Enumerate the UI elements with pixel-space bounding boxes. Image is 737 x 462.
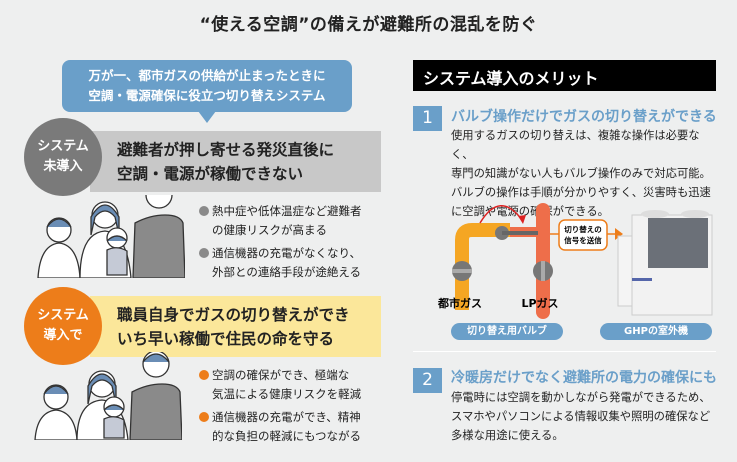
bullet-text: 空調の確保ができ、極端な xyxy=(212,368,350,382)
city-gas-label: 都市ガス xyxy=(437,296,482,310)
with-headline: 職員自身でガスの切り替えができ いち早い稼働で住民の命を守る xyxy=(90,296,381,357)
body-line: スマホやパソコンによる情報収集や照明の確保など xyxy=(451,410,711,423)
merit-body-2: 停電時には空調を動かしながら発電ができるため、 スマホやパソコンによる情報収集や… xyxy=(451,388,721,445)
merits-header: システム導入のメリット xyxy=(413,60,716,91)
with-badge: システム 導入で xyxy=(24,287,102,365)
bullet-text: 通信機器の充電がなくなり、 xyxy=(212,246,362,260)
bullet-text: 気温による健康リスクを軽減 xyxy=(212,387,362,401)
lp-gas-label: LPガス xyxy=(521,296,558,310)
unit-label: GHPの室外機 xyxy=(600,323,712,340)
intro-bubble: 万が一、都市ガスの供給が止まったときに 空調・電源確保に役立つ切り替えシステム xyxy=(62,60,352,112)
body-line: 使用するガスの切り替えは、複雑な操作は必要なく、 xyxy=(451,129,700,161)
bubble-line: 万が一、都市ガスの供給が止まったときに xyxy=(88,68,326,83)
headline-line: 職員自身でガスの切り替えができ xyxy=(117,306,350,324)
relieved-family-illustration xyxy=(34,352,182,440)
signal-box xyxy=(558,219,608,251)
bubble-line: 空調・電源確保に役立つ切り替えシステム xyxy=(88,88,326,103)
signal-text: 切り替えの xyxy=(564,224,602,234)
headline-line: いち早い稼働で住民の命を守る xyxy=(117,330,335,348)
merit-heading-2: 冷暖房だけでなく避難所の電力の確保にも xyxy=(451,370,717,386)
headline-line: 避難者が押し寄せる発災直後に xyxy=(117,141,335,159)
merit-heading-1: バルブ操作だけでガスの切り替えができる xyxy=(451,109,717,125)
bubble-tail xyxy=(198,111,216,123)
bullet-text: 通信機器の充電ができ、精神 xyxy=(212,410,361,424)
body-line: 停電時には空調を動かしながら発電ができるため、 xyxy=(451,391,711,404)
bullet-text: 外部との連絡手段が途絶える xyxy=(212,265,362,279)
bullet-item: 熱中症や低体温症など避難者の健康リスクが高まる xyxy=(199,202,394,240)
ghp-outdoor-unit-image xyxy=(617,210,713,316)
signal-text: 信号を送信 xyxy=(564,235,602,245)
badge-line: 導入で xyxy=(43,328,83,343)
badge-line: 未導入 xyxy=(43,159,83,174)
bullet-text: 熱中症や低体温症など避難者 xyxy=(212,204,362,218)
without-badge: システム 未導入 xyxy=(24,118,102,196)
body-line: 多様な用途に使える。 xyxy=(451,429,564,442)
with-bullets: 空調の確保ができ、極端な気温による健康リスクを軽減 通信機器の充電ができ、精神的… xyxy=(199,366,394,450)
badge-line: システム xyxy=(37,139,89,154)
bullet-text: の健康リスクが高まる xyxy=(212,223,327,237)
gray-dot-icon xyxy=(199,248,209,258)
bullet-item: 空調の確保ができ、極端な気温による健康リスクを軽減 xyxy=(199,366,394,404)
valve-label: 切り替え用バルブ xyxy=(451,323,563,340)
divider xyxy=(413,351,716,352)
bullet-item: 通信機器の充電ができ、精神的な負担の軽減にもつながる xyxy=(199,408,394,446)
merit-number-2: 2 xyxy=(413,368,442,393)
without-headline: 避難者が押し寄せる発災直後に 空調・電源が稼働できない xyxy=(90,131,381,192)
page-title: “使える空調”の備えが避難所の混乱を防ぐ xyxy=(199,15,538,35)
rotate-arrow-icon xyxy=(479,205,523,224)
orange-dot-icon xyxy=(199,370,209,380)
worried-family-illustration xyxy=(37,195,185,278)
merit-body-1: 使用するガスの切り替えは、複雑な操作は必要なく、 専門の知識がない人もバルブ操作… xyxy=(451,126,721,221)
valve-diagram: 切り替えの 信号を送信 都市ガス LPガス xyxy=(437,203,713,319)
bullet-text: 的な負担の軽減にもつながる xyxy=(212,429,362,443)
badge-line: システム xyxy=(37,308,89,323)
without-bullets: 熱中症や低体温症など避難者の健康リスクが高まる 通信機器の充電がなくなり、外部と… xyxy=(199,202,394,286)
headline-line: 空調・電源が稼働できない xyxy=(117,165,304,183)
merit-number-1: 1 xyxy=(413,106,442,131)
body-line: に空調や電源の確保ができる。 xyxy=(451,205,609,218)
city-gas-pipe xyxy=(455,223,510,310)
bullet-item: 通信機器の充電がなくなり、外部との連絡手段が途絶える xyxy=(199,244,394,282)
gray-dot-icon xyxy=(199,206,209,216)
orange-dot-icon xyxy=(199,412,209,422)
body-line: 専門の知識がない人もバルブ操作のみで対応可能。 xyxy=(451,167,711,180)
body-line: バルブの操作は手順が分かりやすく、災害時も迅速 xyxy=(451,186,711,199)
